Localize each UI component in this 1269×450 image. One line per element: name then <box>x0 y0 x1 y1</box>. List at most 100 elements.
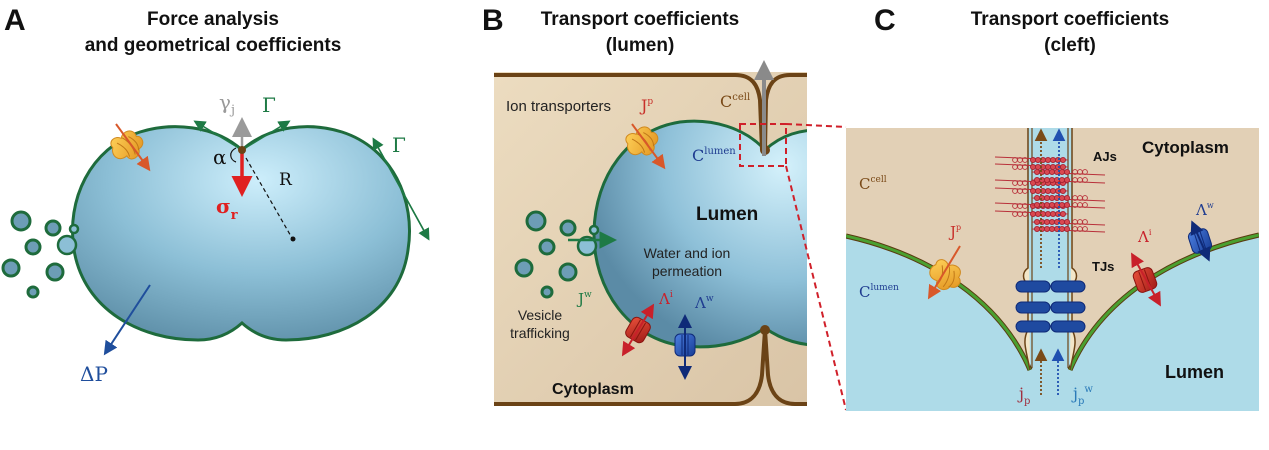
cytoplasm-label-c: Cytoplasm <box>1142 138 1229 157</box>
cadherin-bead <box>1035 210 1042 217</box>
c-cell-label-c: Ccell <box>859 175 887 193</box>
angle-arc <box>230 147 237 163</box>
cadherin-bead <box>1034 194 1041 201</box>
water-ion-label-1: Water and ion <box>644 245 731 261</box>
cadherin-bead <box>1064 201 1071 208</box>
cadherin-bead <box>1045 163 1052 170</box>
cadherin-bead <box>1064 218 1071 225</box>
cadherin-bead <box>1059 201 1066 208</box>
cell-border-top-left <box>494 73 764 151</box>
panel-a-title-line2: and geometrical coefficients <box>85 35 342 56</box>
cadherin-bead <box>1049 201 1056 208</box>
cadherin-bead <box>1060 156 1067 163</box>
alpha-label: α <box>213 145 227 169</box>
tension-tangent-arrow-back <box>372 137 429 239</box>
vesicle-cluster-b <box>514 210 600 299</box>
cadherin-bead <box>1030 156 1037 163</box>
vesicle-label-2: trafficking <box>510 325 570 341</box>
c-lumen-label: Clumen <box>692 146 736 165</box>
jp-paracellular-label: jp <box>1017 384 1030 407</box>
cadherin-bead <box>1034 176 1041 183</box>
cadherin-bead <box>1060 163 1067 170</box>
ion-permeation-arrow <box>621 303 655 357</box>
cadherin-bead <box>1034 225 1041 232</box>
cadherin-bead <box>1012 180 1018 186</box>
cadherin-bead <box>1082 226 1088 232</box>
cadherin-bead <box>1060 187 1067 194</box>
gamma-top-label: Γ <box>262 93 276 117</box>
cadherin-bead <box>1050 156 1057 163</box>
cadherin-bead <box>1045 187 1052 194</box>
cadherin-bead <box>1034 168 1041 175</box>
panel-a: A Force analysis and geometrical coeffic… <box>1 4 430 386</box>
cadherin-bead <box>1034 218 1041 225</box>
cadherin-bead <box>1050 187 1057 194</box>
ajs-label: AJs <box>1093 149 1117 164</box>
cadherin-bead <box>1049 218 1056 225</box>
zoom-line-bottom <box>785 165 847 411</box>
vesicle-cluster-a <box>1 210 65 299</box>
cytoplasm-label-b: Cytoplasm <box>552 381 634 398</box>
cadherin-bead <box>1045 156 1052 163</box>
cadherin-bead <box>1059 194 1066 201</box>
cadherin-bead <box>1035 163 1042 170</box>
cadherin-bead <box>1082 195 1088 201</box>
gamma-right-label: Γ <box>392 133 406 157</box>
cadherin-bead <box>1035 156 1042 163</box>
cadherin-bead <box>1012 203 1018 209</box>
junction-bottom <box>760 325 770 335</box>
lumen-label-c: Lumen <box>1165 362 1224 382</box>
lambda-w-label: Λw <box>694 294 714 312</box>
radius-label: R <box>279 170 293 190</box>
gamma-j-label: γj <box>219 90 235 118</box>
zoom-box <box>739 123 787 167</box>
cadherin-bead <box>1034 201 1041 208</box>
cadherin-bead <box>1064 225 1071 232</box>
cadherin-bead <box>1064 168 1071 175</box>
cadherin-bead <box>1044 201 1051 208</box>
budding-vesicle <box>56 234 78 256</box>
cadherin-bead <box>1045 210 1052 217</box>
cadherin-bead <box>1082 177 1088 183</box>
cadherin-bead <box>1049 225 1056 232</box>
tension-arrow-left <box>193 120 243 151</box>
jp-label: Jp <box>639 96 653 115</box>
cadherin-bead <box>1082 202 1088 208</box>
pump-flux-arrow <box>927 245 961 300</box>
ion-permeation-arrow <box>1131 252 1161 307</box>
lambda-i-label: Λi <box>658 290 673 308</box>
cadherin-bead <box>1044 218 1051 225</box>
cadherin-bead <box>1082 219 1088 225</box>
water-permeation-arrow <box>1190 220 1211 262</box>
panel-c-title-line2: (cleft) <box>1044 35 1096 56</box>
panel-b-letter: B <box>482 4 504 37</box>
cadherin-bead <box>1049 194 1056 201</box>
cadherin-bead <box>1064 194 1071 201</box>
c-lumen-label-c: Clumen <box>859 283 899 301</box>
left-cell-c <box>846 128 1032 370</box>
zoom-line-top <box>785 123 847 128</box>
lambda-w-label-c: Λw <box>1195 201 1214 219</box>
panel-c-title-line1: Transport coefficients <box>971 9 1170 30</box>
vesicle-label-1: Vesicle <box>518 307 563 323</box>
center-point <box>290 236 296 242</box>
lumen-label: Lumen <box>696 204 758 225</box>
jw-label: Jw <box>576 290 592 308</box>
delta-p-label: ΔP <box>80 362 108 386</box>
panel-b-title-line2: (lumen) <box>606 35 675 56</box>
c-cell-label: Ccell <box>720 92 750 111</box>
cadherin-bead <box>1030 210 1037 217</box>
cadherin-bead <box>1050 163 1057 170</box>
jp-label-c: Jp <box>948 223 961 241</box>
panel-a-title-line1: Force analysis <box>147 9 279 30</box>
tension-arrow-right <box>241 120 291 151</box>
radius-line <box>245 157 293 239</box>
cadherin-bead <box>1044 225 1051 232</box>
cadherin-bead <box>1012 211 1018 217</box>
cadherin-bead <box>1030 187 1037 194</box>
ion-transporters-label: Ion transporters <box>506 98 611 115</box>
panel-c: C Transport coefficients (cleft) <box>846 4 1259 411</box>
pump-flux-arrow <box>631 123 666 170</box>
cell-border-bottom-right <box>763 329 807 406</box>
